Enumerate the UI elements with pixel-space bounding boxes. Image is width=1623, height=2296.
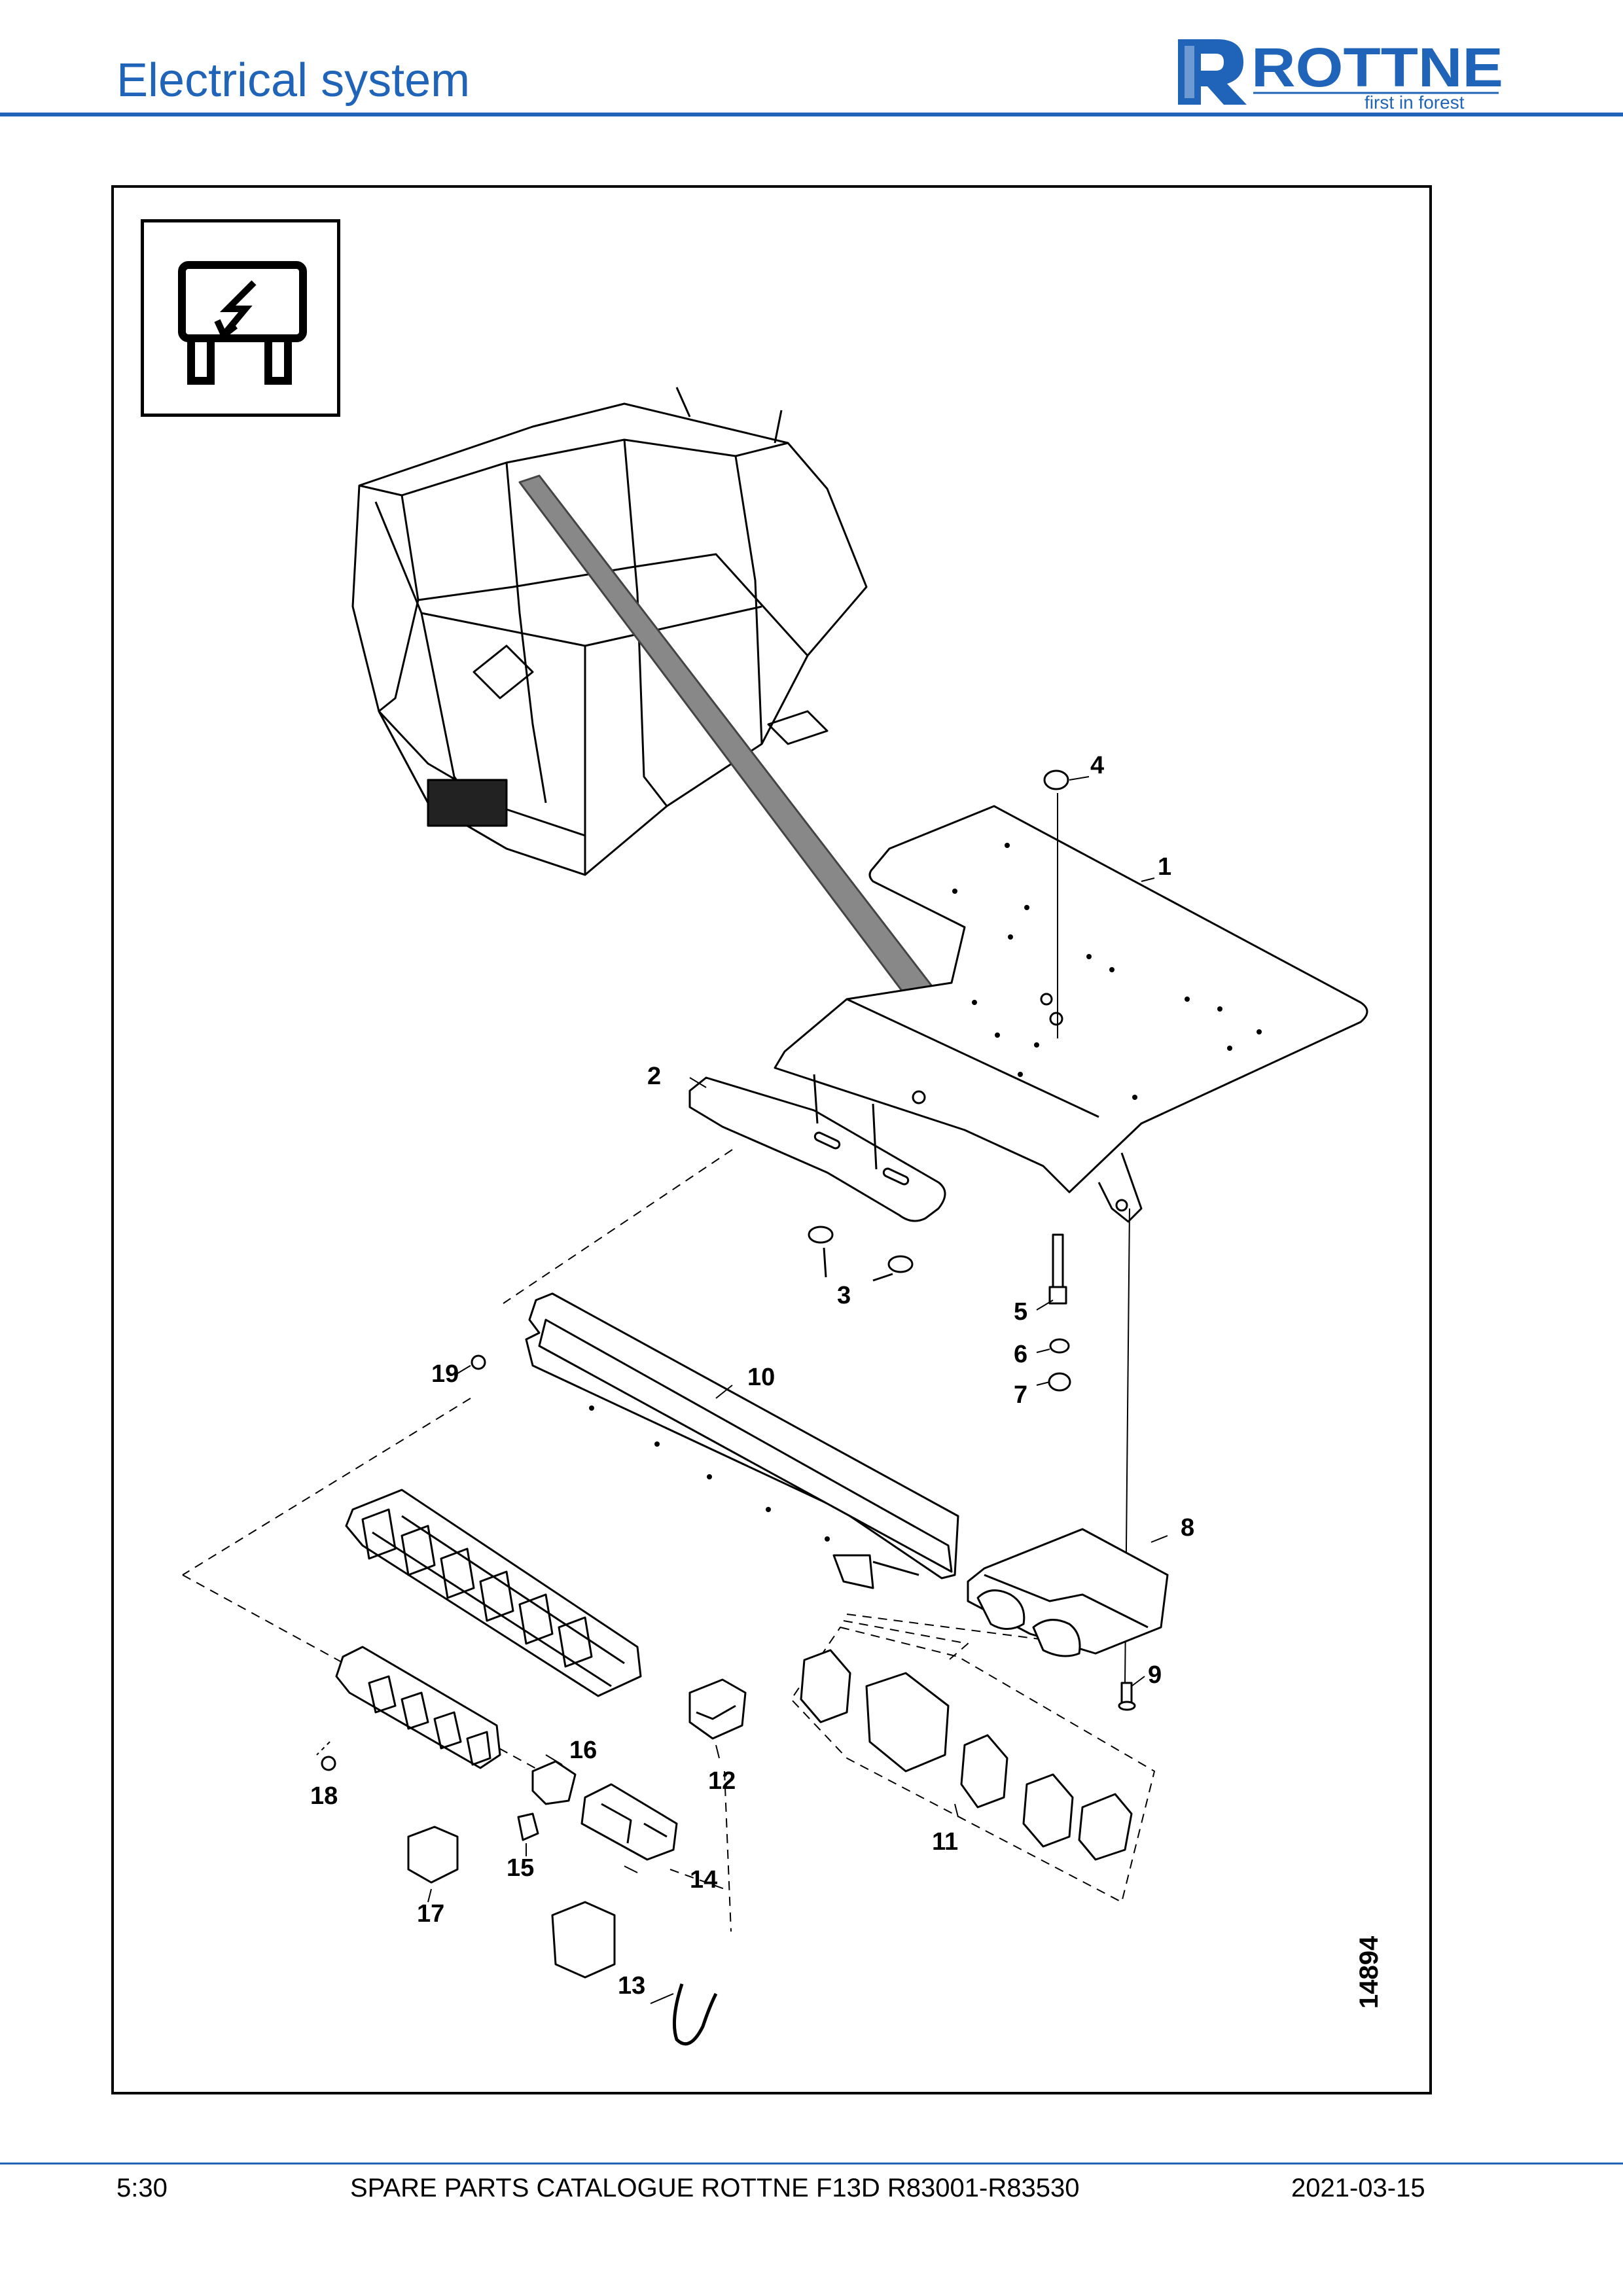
- callout-11: 11: [932, 1828, 958, 1856]
- fuse-lightning-icon: [178, 261, 307, 385]
- callout-8: 8: [1181, 1514, 1194, 1542]
- rottne-logo: ROTTNE first in forest: [1178, 37, 1503, 111]
- brand-name: ROTTNE: [1251, 37, 1503, 98]
- part-2-bracket: [688, 1076, 946, 1222]
- part-17-relay: [407, 1826, 459, 1884]
- callout-15: 15: [507, 1854, 534, 1882]
- illustration-frame: [111, 185, 1432, 2094]
- callout-9: 9: [1148, 1661, 1162, 1689]
- part-13-relay: [551, 1901, 616, 1979]
- part-1-mounting-plate: [774, 805, 1368, 1193]
- header-rule: [0, 113, 1623, 116]
- callout-19: 19: [431, 1360, 459, 1388]
- footer-rule: [0, 2163, 1623, 2164]
- callout-2: 2: [647, 1063, 661, 1090]
- callout-4: 4: [1090, 752, 1104, 779]
- relay-row-upper: [345, 1489, 642, 1697]
- callout-5: 5: [1014, 1298, 1027, 1326]
- publication-date: 2021-03-15: [1291, 2174, 1425, 2202]
- part-16-holder: [531, 1760, 577, 1805]
- callout-16: 16: [569, 1737, 597, 1764]
- part-14-relay-base: [580, 1783, 678, 1861]
- page-number: 5:30: [116, 2174, 168, 2202]
- page-title: Electrical system: [116, 54, 471, 107]
- part-15-diode: [517, 1812, 539, 1841]
- callout-7: 7: [1014, 1381, 1027, 1409]
- relay-row-lower: [335, 1646, 501, 1769]
- rottne-r-emblem-icon: [1178, 39, 1247, 105]
- callout-12: 12: [708, 1767, 736, 1795]
- catalogue-title: SPARE PARTS CATALOGUE ROTTNE F13D R83001…: [350, 2174, 1080, 2202]
- category-symbol: [141, 219, 340, 417]
- callout-17: 17: [417, 1900, 444, 1928]
- part-12-relay: [688, 1678, 747, 1740]
- cab-illustration: [351, 387, 868, 876]
- brand-tagline: first in forest: [1364, 92, 1465, 111]
- callout-3: 3: [837, 1282, 851, 1309]
- exploded-view-drawing: 4 1 2 3 5 6 7 8 9 10 11 12 13 14 15 16 1…: [182, 387, 1368, 2046]
- callout-1: 1: [1158, 853, 1171, 881]
- part-13-wire: [672, 1983, 718, 2046]
- drawing-number: 14894: [1355, 1935, 1383, 2009]
- callout-10: 10: [747, 1364, 775, 1391]
- callout-6: 6: [1014, 1341, 1027, 1368]
- callout-14: 14: [690, 1866, 717, 1894]
- callout-18: 18: [310, 1782, 338, 1810]
- callout-13: 13: [618, 1972, 645, 2000]
